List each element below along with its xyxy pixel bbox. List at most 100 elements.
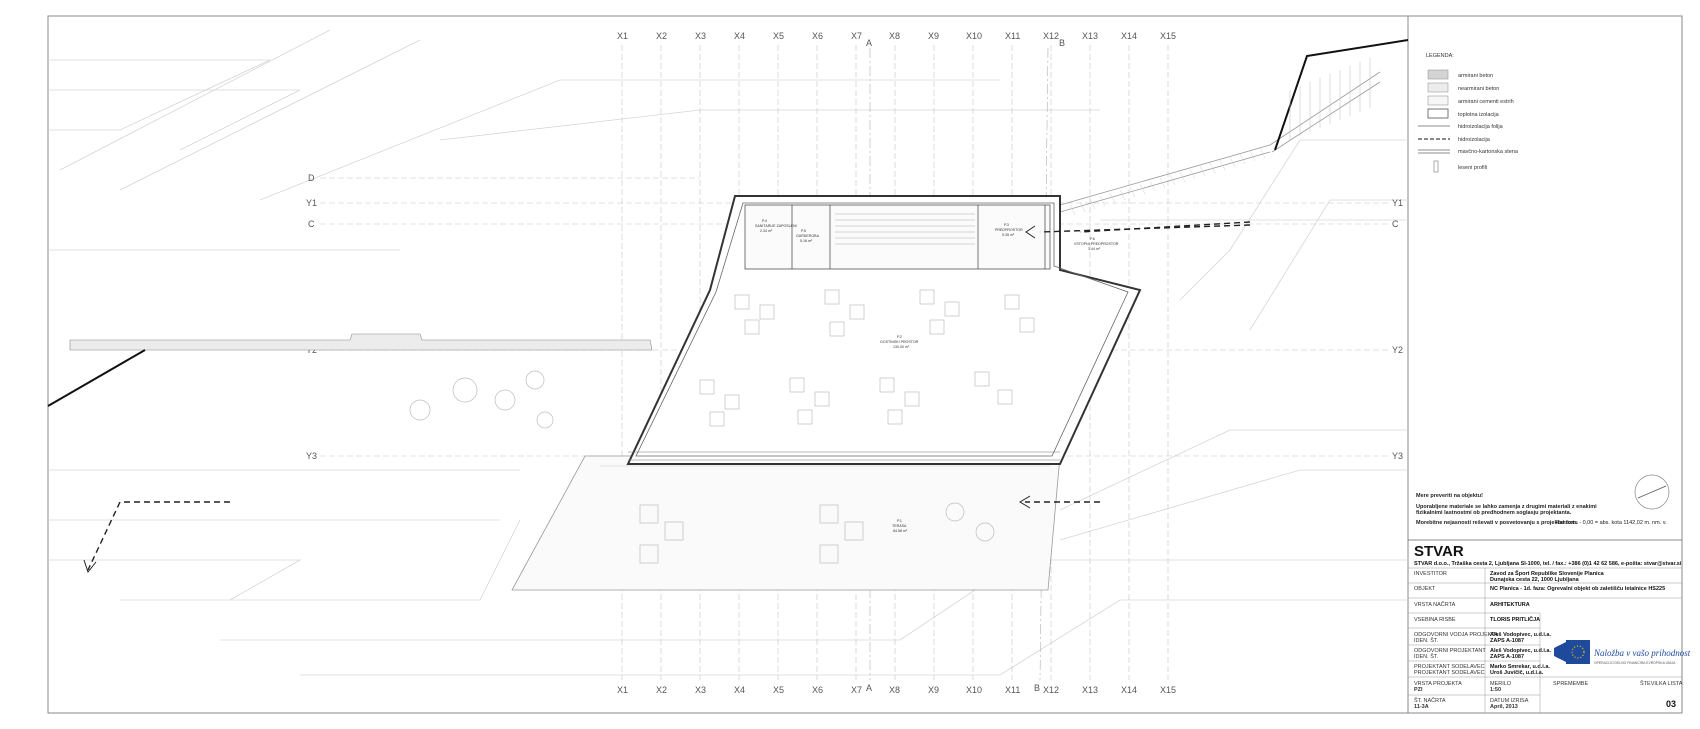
grid-x-label: X13	[1082, 685, 1098, 695]
measure-note: Mere preveriti na objektu!	[1416, 493, 1483, 499]
legend-label: leseni profili	[1458, 165, 1487, 171]
grid-x-label: X13	[1082, 31, 1098, 41]
sheet-border	[47, 15, 1683, 714]
room-id: P.4	[762, 219, 767, 223]
legend-swatch-izolacija	[1427, 108, 1449, 119]
firm-details: STVAR d.o.o., Tržaška cesta 2, Ljubljana…	[1414, 561, 1682, 567]
grid-x-label: X15	[1160, 685, 1176, 695]
section-marker-a: A	[866, 683, 872, 693]
room-name: GARDEROBA	[796, 234, 820, 238]
legend-swatch-nearmirani-beton	[1427, 82, 1449, 93]
grid-x-label: X4	[734, 685, 745, 695]
ramp-hatching	[1069, 147, 1266, 216]
responsible-designer-value: Aleš Vodopivec, u.d.i.a.ZAPS A-1087	[1490, 648, 1551, 660]
x-axis-labels-top: X1 X2 X3 X4 X5 X6 X7 X8 X9 X10 X11 X12 X…	[617, 31, 1176, 41]
room-labels: P.4 SANITARIJE ZAPOSLENI 2.34 m² P.5 GAR…	[755, 219, 1119, 533]
room-area: 3.44 m²	[1088, 247, 1101, 251]
grid-x-label: X8	[889, 31, 900, 41]
terrace	[511, 455, 1061, 591]
room-name: VSTOPNI PREDPROSTOR	[1074, 242, 1119, 246]
grid-x-label: X8	[889, 685, 900, 695]
building-walls	[626, 195, 1142, 465]
furniture	[409, 289, 1035, 564]
legend-label: hidroizolacija folija	[1458, 124, 1504, 130]
section-marker-a: A	[866, 38, 872, 48]
grid-y-label: C	[1392, 219, 1399, 229]
legend-label: hidroizolacija	[1458, 137, 1491, 143]
eu-funding-logo: Naložba v vašo prihodnost OPERACIJO DELN…	[1554, 640, 1691, 665]
grid-x-label: X6	[812, 685, 823, 695]
legend-swatch-estrih	[1427, 95, 1449, 106]
grid-x-label: X3	[695, 685, 706, 695]
room-id: P.6	[1090, 237, 1095, 241]
grid-y-label: C	[308, 219, 315, 229]
room-id: P.5	[801, 229, 806, 233]
legend-label: nearmirani beton	[1458, 86, 1499, 92]
plan-type-label: VRSTA NAČRTA	[1414, 601, 1456, 608]
plan-type-value: ARHITEKTURA	[1490, 602, 1530, 608]
legend-swatch-leseni-profili	[1433, 160, 1439, 173]
grid-x-label: X6	[812, 31, 823, 41]
grid-x-label: X2	[656, 31, 667, 41]
grid-y-label: Y1	[306, 198, 317, 208]
grid-x-label: X5	[773, 685, 784, 695]
grid-x-label: X4	[734, 31, 745, 41]
grid-x-label: X11	[1005, 31, 1020, 41]
grid-x-label: X11	[1005, 685, 1020, 695]
legend-title: LEGENDA:	[1426, 53, 1454, 59]
sheet-number-label: ŠTEVILKA LISTA	[1640, 680, 1683, 687]
terrain-contours	[48, 29, 1408, 676]
access-path	[47, 39, 1409, 407]
firm-logo: STVAR	[1414, 543, 1464, 560]
legend-label: armirani cementi estrih	[1458, 99, 1514, 105]
object-label: OBJEKT	[1414, 586, 1436, 592]
x-axis-labels-bottom: X1 X2 X3 X4 X5 X6 X7 X8 X9 X10 X11 X12 X…	[617, 685, 1176, 695]
legend-swatch-armirani-beton	[1427, 69, 1449, 80]
y-axis-labels-right: Y1 C Y2 Y3	[1392, 198, 1403, 461]
grid-x-label: X12	[1043, 685, 1059, 695]
object-value: NC Planica - 1d. faza: Ogrevalni objekt …	[1490, 586, 1665, 592]
grid-x-label: X1	[617, 685, 628, 695]
grid-y-label: Y2	[1392, 345, 1403, 355]
investor-value: Zavod za Šport Republike Slovenije Plani…	[1490, 569, 1605, 583]
circulation-arrows	[87, 221, 1251, 571]
grid-x-label: X3	[695, 31, 706, 41]
grid-y-label: D	[308, 173, 315, 183]
section-marker-b: B	[1059, 38, 1065, 48]
north-arrow	[1634, 474, 1670, 510]
grid-x-label: X9	[928, 685, 939, 695]
room-area: 84.58 m²	[893, 529, 908, 533]
grid-x-label: X1	[617, 31, 628, 41]
legend-label: armirani beton	[1458, 73, 1493, 79]
materials-note-line-1: Uporabljene materiale se lahko zamenja z…	[1416, 504, 1597, 510]
room-name: TERASA	[892, 524, 907, 528]
room-name: GOSTINSKI PROSTOR	[880, 340, 919, 344]
legend-label: mavčno-kartonska stena	[1458, 149, 1519, 155]
grid-x-label: X10	[966, 31, 982, 41]
investor-label: INVESTITOR	[1414, 571, 1447, 577]
notes: Mere preveriti na objektu! Uporabljene m…	[1416, 493, 1667, 526]
grid-x-label: X15	[1160, 31, 1176, 41]
grid-y-label: Y3	[1392, 451, 1403, 461]
room-id: P.3	[1004, 223, 1009, 227]
grid-x-label: X14	[1121, 31, 1137, 41]
drawing-content-label: VSEBINA RISBE	[1414, 617, 1456, 623]
grid-x-label: X12	[1043, 31, 1059, 41]
room-name: PREDPROSTOR	[995, 228, 1023, 232]
grid-x-label: X7	[851, 685, 862, 695]
collaborators-value: Marko Smrekar, u.d.i.a.Uroš Juvičič, u.d…	[1490, 664, 1550, 676]
room-name: SANITARIJE ZAPOSLENI	[755, 224, 797, 228]
materials-note-line-2: fizikalnimi lastnostmi ob predhodnem sog…	[1416, 510, 1572, 516]
sheet-number: 03	[1666, 699, 1676, 709]
resolution-note: Morebitne nejasnosti reševati v posvetov…	[1416, 520, 1578, 526]
room-area: 5.16 m²	[800, 239, 813, 243]
lead-designer-value: Aleš Vodopivec, u.d.i.a.ZAPS A-1087	[1490, 632, 1551, 644]
section-marker-b: B	[1034, 683, 1040, 693]
y-axis-labels-left: D Y1 C Y2 Y3	[306, 173, 317, 461]
grid-x-label: X14	[1121, 685, 1137, 695]
